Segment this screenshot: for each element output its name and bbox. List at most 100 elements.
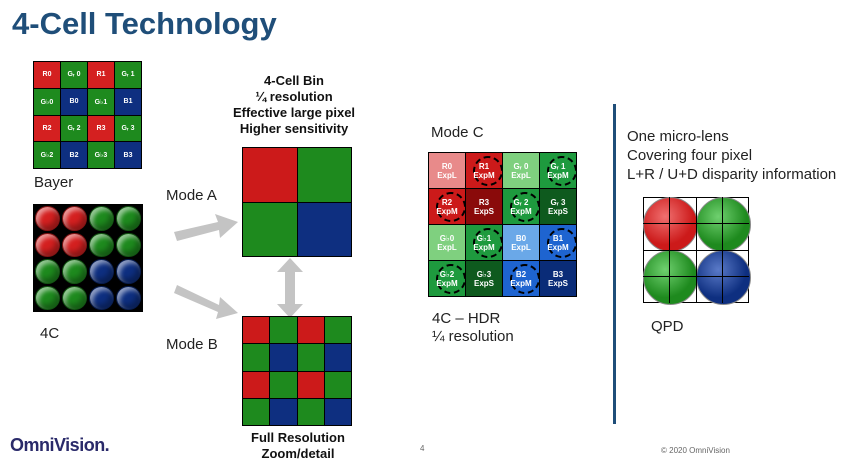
bin-line: Effective large pixel (232, 105, 356, 120)
bayer-cell: B2 (61, 142, 87, 168)
qpd-line-v (669, 197, 670, 303)
full-cell (243, 371, 270, 398)
qpd-description: One micro-lens Covering four pixel L+R /… (627, 127, 836, 184)
bayer-cell: Gᵣ 1 (115, 62, 141, 88)
vertical-divider (613, 104, 616, 424)
bayer-cell: Gᵣ 3 (115, 115, 141, 142)
qpd-line: L+R / U+D disparity information (627, 166, 837, 183)
lens-blue (116, 285, 141, 310)
double-arrow-icon (277, 258, 303, 318)
lens-green (89, 206, 114, 231)
bayer-cell: R1 (88, 62, 114, 88)
bayer-grid: R0 Gᵣ 0 R1 Gᵣ 1 G♭0 B0 G♭1 B1 R2 Gᵣ 2 R3… (33, 61, 142, 169)
qpd-line: One micro-lens (627, 128, 729, 145)
bayer-cell: B3 (115, 142, 141, 168)
full-cell (270, 317, 297, 344)
qpd-label: QPD (651, 318, 684, 335)
full-cell (324, 317, 351, 344)
omnivision-logo: OmniVision. (10, 435, 110, 455)
qpd-lens-red (643, 197, 698, 252)
full-cell (324, 344, 351, 371)
fourc-lens-grid (33, 204, 143, 312)
full-cell (270, 398, 297, 425)
bin-grid (242, 147, 352, 257)
lens-green (116, 232, 141, 257)
slide-title: 4-Cell Technology (12, 6, 277, 41)
lens-blue (116, 259, 141, 284)
bayer-cell: G♭1 (88, 88, 114, 115)
full-cell (297, 371, 324, 398)
mode-a-label: Mode A (166, 187, 217, 204)
qpd-line-v (722, 197, 723, 303)
lens-green (62, 259, 87, 284)
arrow-mode-a-icon (174, 214, 238, 241)
bayer-cell: R0 (34, 62, 60, 88)
bayer-cell: R3 (88, 115, 114, 142)
bayer-cell: Gᵣ 2 (61, 115, 87, 142)
lens-green (35, 285, 60, 310)
bin-line: 4-Cell Bin (264, 73, 324, 88)
full-cell (297, 344, 324, 371)
bayer-cell: B0 (61, 88, 87, 115)
bayer-label: Bayer (34, 174, 74, 191)
full-cell (243, 344, 270, 371)
bayer-cell: G♭2 (34, 142, 60, 168)
bin-cell-green (297, 148, 351, 202)
fourc-label: 4C (40, 325, 60, 342)
qpd-line: Covering four pixel (627, 147, 753, 164)
bayer-cell: G♭0 (34, 88, 60, 115)
page-number: 4 (420, 444, 425, 453)
full-cell (243, 317, 270, 344)
hdr-line: 4C – HDR (432, 310, 501, 327)
mode-c-label: Mode C (431, 124, 484, 141)
lens-red (35, 232, 60, 257)
lens-blue (89, 259, 114, 284)
full-cell (297, 317, 324, 344)
mode-b-label: Mode B (166, 336, 218, 353)
lens-green (89, 232, 114, 257)
full-cell (270, 344, 297, 371)
bayer-cell: R2 (34, 115, 60, 142)
bin-cell-red (243, 148, 297, 202)
copyright: © 2020 OmniVision (661, 446, 730, 455)
lens-red (35, 206, 60, 231)
bin-line: ¼ resolution (255, 89, 333, 104)
lens-red (62, 232, 87, 257)
bin-cell-blue (297, 202, 351, 256)
hdr-description: 4C – HDR ¼ resolution (432, 310, 514, 346)
lens-red (62, 206, 87, 231)
full-line: Full Resolution (251, 430, 345, 445)
hdr-line: ¼ resolution (432, 328, 514, 345)
qpd-line-v (696, 197, 697, 303)
lens-green (35, 259, 60, 284)
qpd-lens-green (696, 197, 751, 252)
bayer-cell: B1 (115, 88, 141, 115)
full-cell (324, 371, 351, 398)
bayer-cell: G♭3 (88, 142, 114, 168)
full-cell (243, 398, 270, 425)
bin-description: 4-Cell Bin ¼ resolution Effective large … (214, 73, 374, 137)
bayer-cell: Gᵣ 0 (61, 62, 87, 88)
lens-green (116, 206, 141, 231)
bin-cell-green (243, 202, 297, 256)
lens-green (62, 285, 87, 310)
full-cell (270, 371, 297, 398)
lens-blue (89, 285, 114, 310)
bin-line: Higher sensitivity (239, 121, 349, 136)
arrow-mode-b-icon (174, 285, 238, 319)
